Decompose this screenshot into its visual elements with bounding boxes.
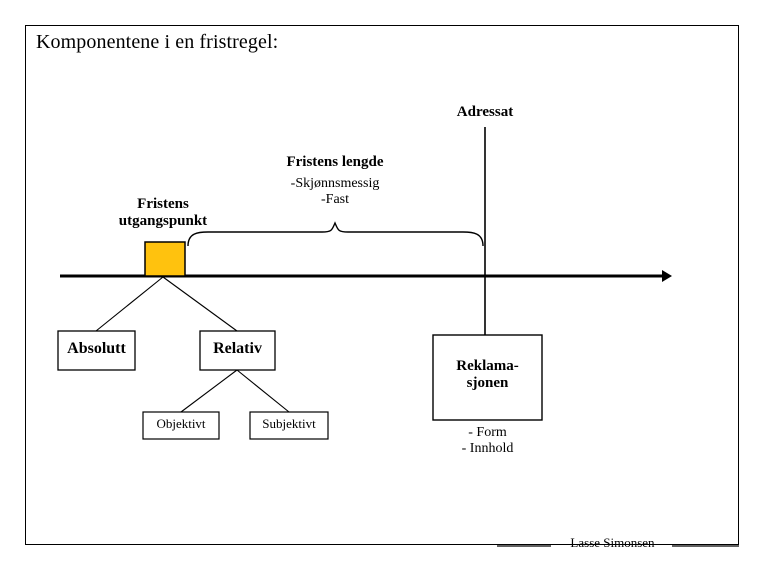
author-credit: Lasse Simonsen: [570, 535, 655, 550]
reklamasjonen-line-1: Reklama-: [456, 358, 519, 374]
branch-line-subjektivt: [236, 369, 290, 413]
timeline-arrowhead: [662, 270, 672, 282]
utgangspunkt-line-1: Fristens: [137, 196, 189, 212]
branch-line-relativ: [162, 276, 238, 332]
reklamasjonen-line-2: sjonen: [466, 374, 509, 391]
page-title: Komponentene i en fristregel:: [36, 31, 279, 53]
reklamasjonen-label: Reklama-sjonen: [434, 358, 541, 392]
reklamasjonen-sub-items: - Form - Innhold: [461, 425, 514, 456]
relativ-label: Relativ: [213, 340, 262, 357]
objektivt-label: Objektivt: [156, 416, 206, 431]
subjektivt-label: Subjektivt: [262, 416, 316, 431]
slide-border: [25, 25, 739, 545]
objektivt-box[interactable]: [142, 411, 220, 440]
branch-line-objektivt: [180, 369, 238, 413]
subjektivt-box[interactable]: [249, 411, 329, 440]
branch-line-absolutt: [95, 276, 164, 332]
fristens-lengde-sub-items: -Skjønnsmessig -Fast: [290, 176, 380, 207]
adressat-label: Adressat: [456, 104, 514, 120]
relativ-branch-lines: [180, 369, 290, 413]
absolutt-box[interactable]: [57, 330, 136, 371]
utgangspunkt-branch-lines: [95, 276, 238, 332]
absolutt-label: Absolutt: [67, 340, 126, 357]
fristens-utgangspunkt-box[interactable]: [144, 241, 186, 277]
fristens-lengde-brace: [187, 221, 484, 247]
utgangspunkt-line-2: utgangspunkt: [118, 212, 208, 229]
fristens-lengde-label: Fristens lengde: [286, 154, 384, 170]
reklamasjonen-box[interactable]: [432, 334, 543, 421]
